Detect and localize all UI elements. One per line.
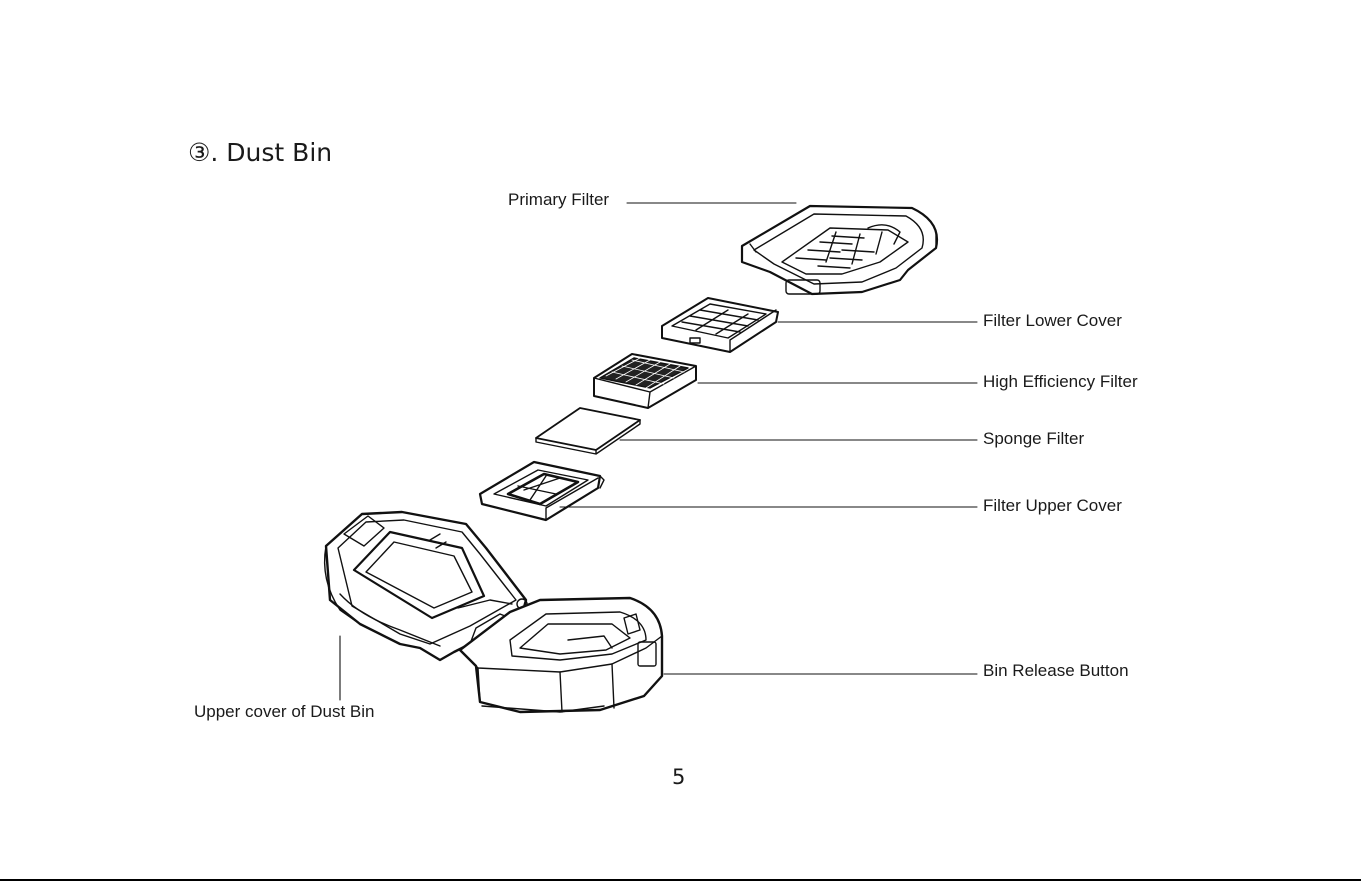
label-upper-cover: Upper cover of Dust Bin: [194, 702, 374, 722]
label-filter-upper-cover: Filter Upper Cover: [983, 496, 1122, 516]
filter-upper-cover-part: [480, 462, 604, 520]
page-number: 5: [672, 765, 685, 789]
sponge-filter-part: [536, 408, 640, 454]
label-bin-release-button: Bin Release Button: [983, 661, 1129, 681]
filter-lower-cover-part: [662, 298, 778, 352]
high-efficiency-filter-part: [594, 354, 696, 408]
label-filter-lower-cover: Filter Lower Cover: [983, 311, 1122, 331]
label-sponge-filter: Sponge Filter: [983, 429, 1084, 449]
label-high-efficiency-filter: High Efficiency Filter: [983, 372, 1138, 392]
label-primary-filter: Primary Filter: [508, 190, 609, 210]
primary-filter-part: [742, 206, 937, 294]
